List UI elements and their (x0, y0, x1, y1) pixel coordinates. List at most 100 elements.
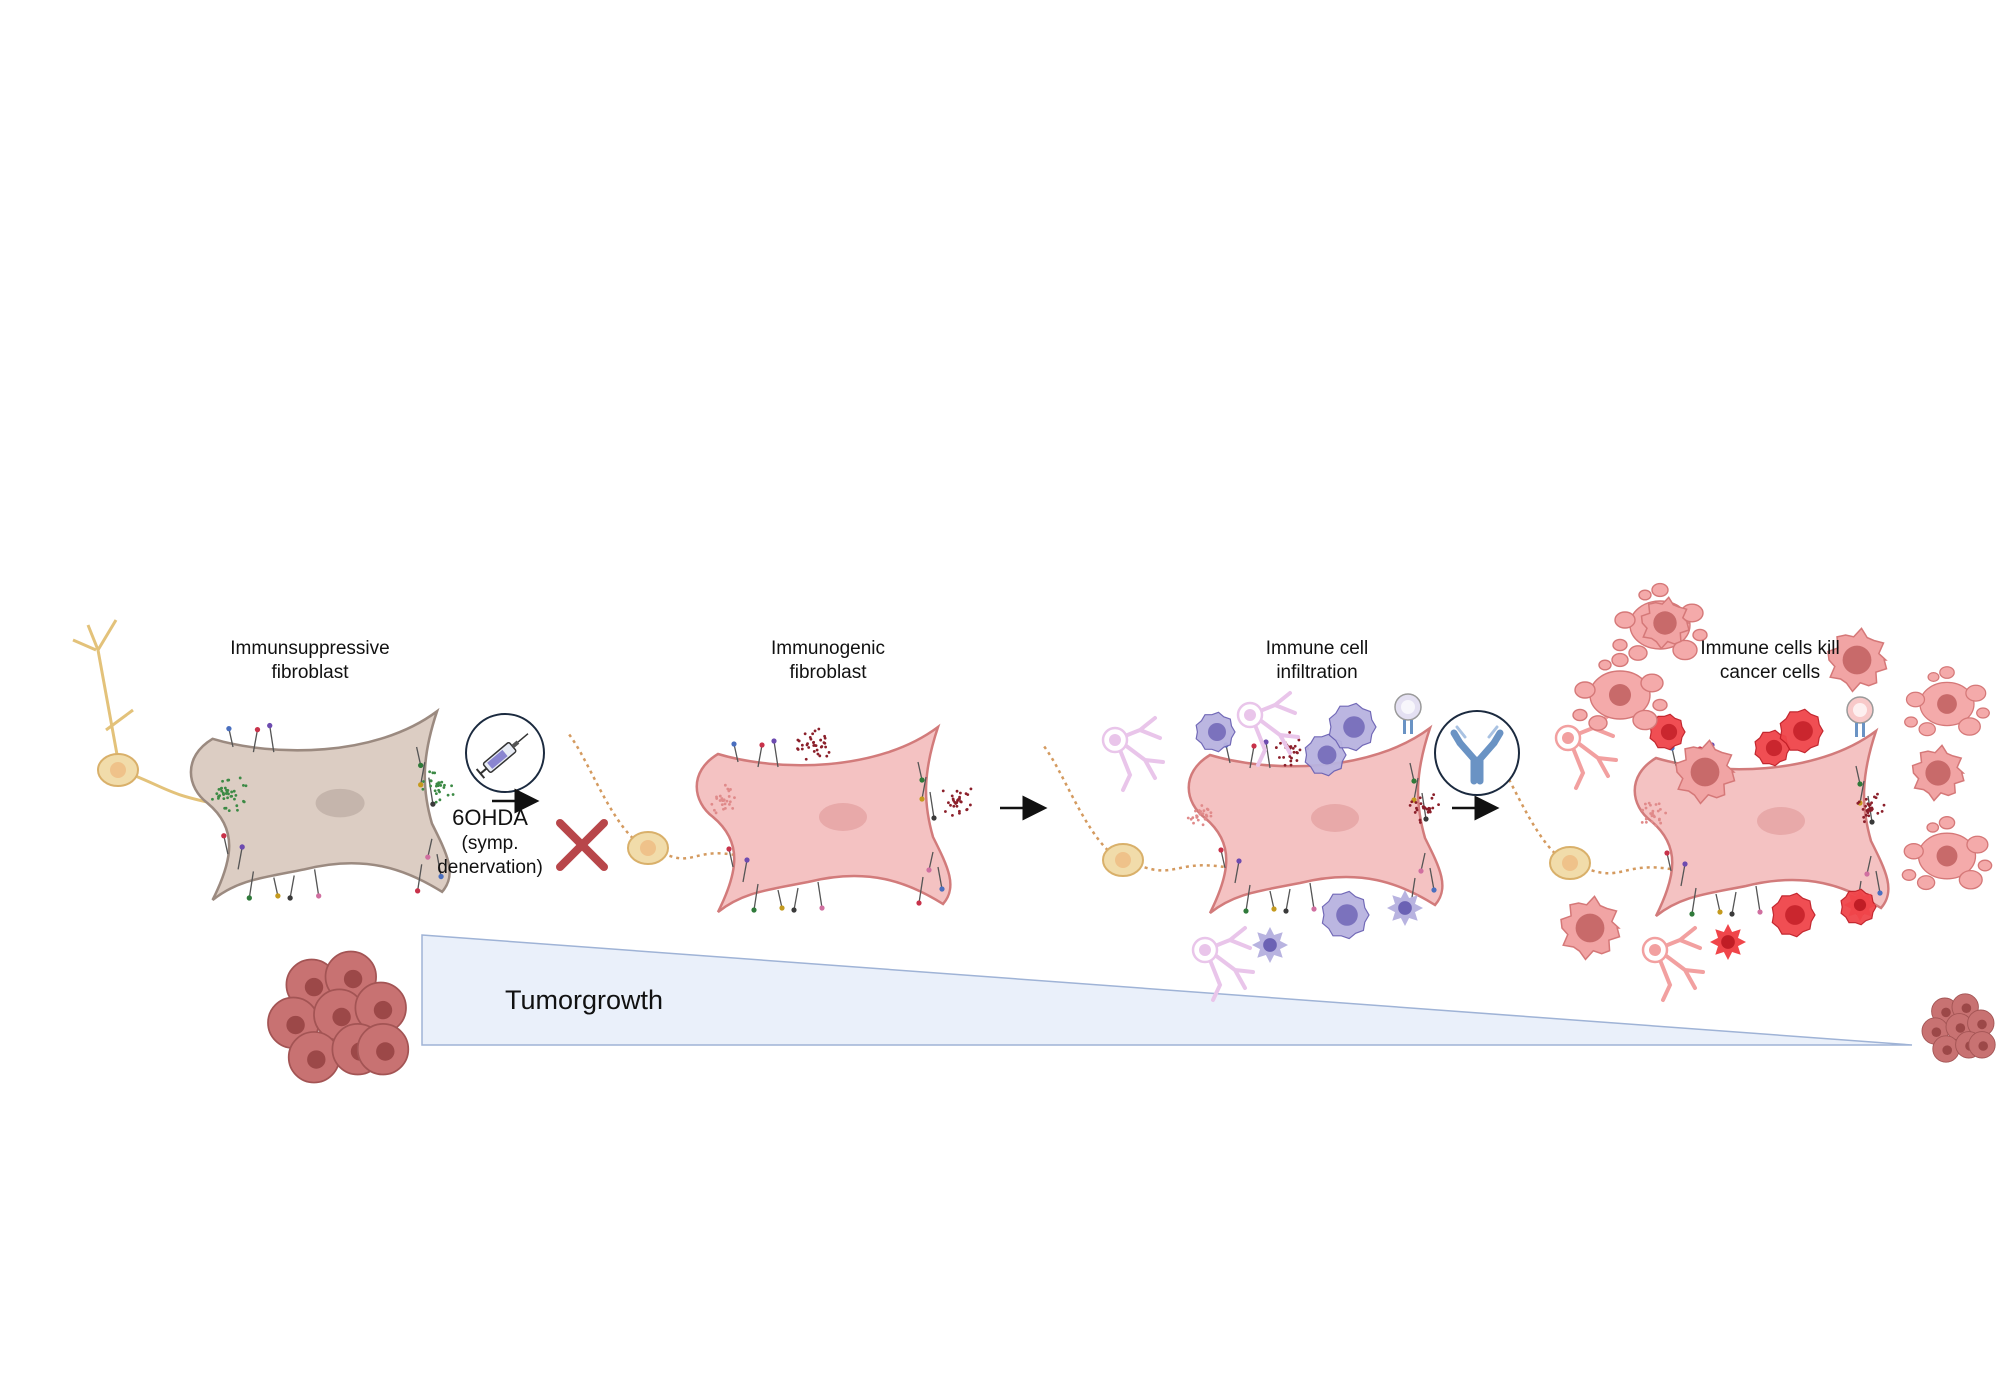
receptor (228, 728, 234, 748)
tcr (1403, 720, 1406, 734)
receptor (928, 851, 934, 871)
apoptotic-fragment (1614, 611, 1636, 629)
receptor (1680, 863, 1686, 887)
neuron-icon (567, 732, 741, 865)
apoptotic-fragment (1652, 698, 1668, 712)
cytokine-dot (1425, 807, 1429, 811)
receptor (223, 835, 229, 855)
receptor (742, 859, 748, 883)
cytokine-dots (1640, 801, 1668, 827)
cytokine-dot (712, 808, 716, 812)
cytokine-dot (969, 787, 973, 791)
tumor-nucleus (1978, 1041, 1988, 1051)
cytokine-dot (1874, 796, 1878, 800)
cytokine-dot (1644, 817, 1648, 821)
fibroblast-icon (695, 723, 952, 913)
stage-label-immunogenic: Immunogenic fibroblast (728, 637, 928, 685)
receptor-tip (931, 815, 937, 821)
cytokine-dot (440, 780, 444, 784)
cytokine-dot (1283, 763, 1287, 767)
cell-nucleus (1343, 716, 1365, 738)
receptor (1413, 777, 1419, 801)
macrophage-icon (1252, 927, 1288, 963)
cytokine-dot (1196, 818, 1200, 822)
cell-nucleus (1721, 935, 1735, 949)
cytokine-dot (1189, 817, 1193, 821)
receptor (1245, 884, 1251, 912)
receptor-tip (246, 895, 252, 901)
cytokine-dot (236, 808, 239, 812)
receptor-tip (771, 738, 777, 744)
receptor (427, 838, 433, 858)
fibroblast-icon (1187, 724, 1444, 914)
receptor (1429, 867, 1435, 891)
cancer-nucleus (1925, 760, 1951, 786)
axon (662, 851, 741, 860)
cancer-cell-icon (1675, 739, 1736, 805)
receptor (1265, 741, 1271, 769)
cytokine-dot (1428, 810, 1432, 814)
cytokine-dot (1289, 763, 1293, 767)
stage-label-line: cancer cells (1719, 662, 1821, 683)
receptor-tip (1423, 816, 1429, 822)
cytokine-dots (211, 776, 248, 813)
receptor (289, 875, 295, 899)
receptor-tip (744, 857, 750, 863)
apoptotic-fragment (1588, 715, 1608, 731)
apoptotic-fragment (1939, 666, 1955, 679)
receptor-tip (1243, 908, 1249, 914)
cytokine-dot (227, 809, 231, 813)
receptor-tip (418, 782, 424, 788)
stage-label-line: fibroblast (789, 662, 867, 683)
receptor (773, 740, 779, 768)
cell-nucleus (1263, 938, 1277, 952)
receptor (1225, 744, 1231, 764)
axon (1584, 866, 1677, 875)
cytokine-dot (1644, 806, 1648, 810)
receptor (1875, 870, 1881, 894)
cytokine-dot (1274, 746, 1278, 749)
cytokine-dot (229, 794, 233, 798)
cytokine-dot (968, 803, 972, 807)
cytokine-dot (1432, 793, 1436, 797)
receptor (252, 729, 259, 753)
dendritic-cell-icon (1191, 926, 1255, 1002)
macrophage-icon (1321, 890, 1370, 940)
cytokine-dot (1205, 814, 1209, 818)
receptor (918, 876, 924, 904)
tumor-nucleus (376, 1042, 395, 1061)
cytokine-dot (221, 779, 224, 783)
cytokine-dot (818, 754, 822, 758)
receptor (313, 869, 320, 897)
receptor-tip (819, 905, 825, 911)
cytokine-dot (230, 790, 234, 794)
cell-nucleus (1660, 723, 1678, 741)
tumor-nucleus (1942, 1045, 1952, 1055)
cytokine-dot (1876, 811, 1880, 815)
apoptotic-fragment (1927, 672, 1940, 682)
cytokine-dot (1640, 821, 1644, 824)
cytokine-dot (1864, 804, 1868, 808)
cytokine-dot (433, 789, 437, 793)
cytokine-dot (226, 778, 230, 782)
fibroblast-body (189, 707, 451, 901)
cytokine-dot (959, 791, 962, 795)
cytokine-dot (434, 800, 438, 804)
receptor-tip (254, 727, 261, 733)
cytokine-dot (728, 800, 732, 804)
cytokine-dots (1186, 804, 1213, 827)
receptor (436, 853, 442, 877)
cytokine-dot (1867, 814, 1871, 818)
cytokine-dot (1643, 802, 1647, 806)
receptor-tip (1682, 861, 1688, 867)
receptor-tip (1431, 887, 1437, 893)
apoptotic-fragment (1628, 645, 1648, 661)
cytokine-dot (1291, 746, 1295, 750)
nucleus (1311, 804, 1359, 832)
apoptotic-fragment (1598, 659, 1612, 671)
cytokine-dot (421, 787, 425, 791)
cross-icon (556, 819, 608, 871)
cytokine-dot (1863, 820, 1866, 824)
cytokine-dot (728, 802, 731, 806)
cytokine-dot (1657, 818, 1661, 822)
